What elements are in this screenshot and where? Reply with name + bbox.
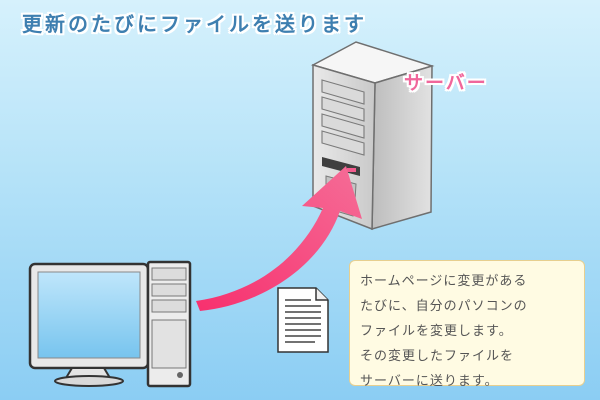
- explanation-line: たびに、自分のパソコンの: [360, 294, 574, 319]
- explanation-line: ホームページに変更がある: [360, 269, 574, 294]
- explanation-line: その変更したファイルを: [360, 344, 574, 369]
- explanation-line: サーバーに送ります。: [360, 369, 574, 394]
- explanation-note: ホームページに変更がある たびに、自分のパソコンの ファイルを変更します。 その…: [349, 260, 585, 386]
- document-icon: [278, 288, 328, 352]
- explanation-line: ファイルを変更します。: [360, 319, 574, 344]
- desktop-computer-icon: [30, 262, 190, 386]
- server-label: サーバー: [404, 68, 488, 95]
